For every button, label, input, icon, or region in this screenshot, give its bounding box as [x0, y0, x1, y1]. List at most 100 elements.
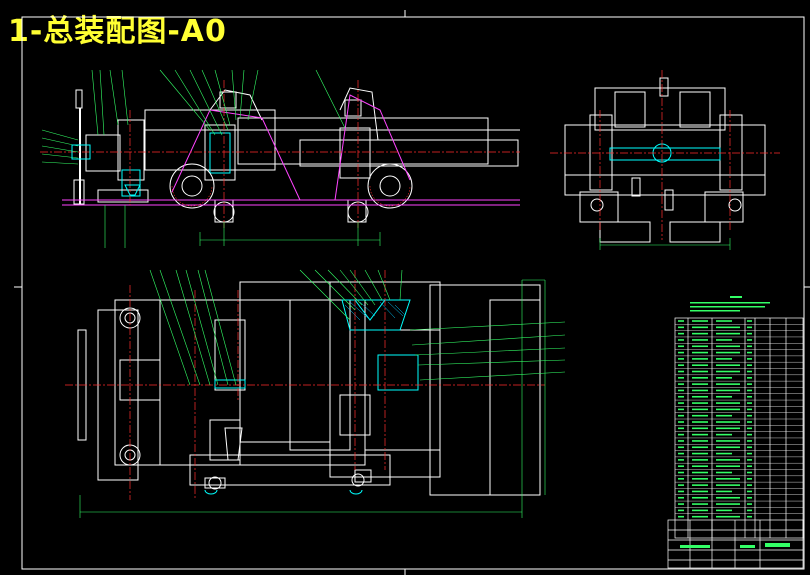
parts-list-cell-text	[678, 395, 684, 398]
parts-list-cell-text	[692, 395, 708, 398]
front-view-dimensions	[41, 69, 381, 248]
parts-list-cell-text	[678, 320, 684, 322]
parts-list-cell-text	[716, 433, 732, 436]
sheet-border	[21, 16, 805, 570]
parts-list-cell-text	[692, 452, 708, 455]
plan-view-cyan	[204, 299, 419, 495]
parts-list-cell-text	[692, 446, 708, 449]
parts-list-cell-text	[747, 484, 752, 486]
parts-list-cell-text	[692, 383, 708, 385]
parts-list-cell-text	[716, 389, 740, 392]
parts-list-cell-text	[692, 471, 708, 474]
plan-view-centerlines	[65, 270, 545, 500]
parts-list-cell-text	[747, 503, 752, 505]
parts-list-cell-text	[716, 446, 740, 449]
parts-list-cell-text	[747, 446, 752, 449]
parts-list-cell-text	[692, 389, 708, 392]
parts-list-cell-text	[716, 478, 740, 480]
parts-list-cell-text	[747, 320, 752, 322]
parts-list-cell-text	[692, 478, 708, 480]
parts-list-cell-text	[716, 471, 732, 474]
parts-list-cell-text	[716, 345, 740, 348]
parts-list-cell-text	[692, 320, 708, 322]
parts-list-cell-text	[747, 452, 752, 455]
parts-list-cell-text	[692, 496, 708, 499]
parts-list-cell-text	[716, 490, 732, 493]
parts-list-cell-text	[716, 351, 740, 354]
parts-list-cell-text	[692, 440, 708, 442]
parts-list-cell-text	[678, 408, 684, 411]
front-view-phantom	[62, 94, 520, 206]
parts-list-cell-text	[678, 503, 684, 505]
side-view-dimensions	[599, 238, 731, 250]
parts-list-cell-text	[747, 395, 752, 398]
parts-list-cell-text	[678, 478, 684, 480]
parts-list-cell-text	[747, 332, 752, 335]
parts-list-cell-text	[678, 339, 684, 341]
parts-list-cell-text	[678, 402, 684, 404]
parts-list-cell-text	[692, 339, 708, 341]
parts-list-cell-text	[678, 358, 684, 360]
parts-list-cell-text	[692, 408, 708, 411]
plan-view	[77, 281, 541, 496]
parts-list-cell-text	[716, 440, 740, 442]
front-view-centerlines	[40, 80, 520, 230]
parts-list-cell-text	[692, 465, 708, 467]
parts-list-cell-text	[716, 452, 732, 455]
parts-list-cell-text	[747, 515, 752, 518]
parts-list-cell-text	[678, 326, 684, 329]
parts-list-cell-text	[747, 496, 752, 499]
parts-list-cell-text	[678, 383, 684, 385]
parts-list-cell-text	[747, 490, 752, 493]
parts-list-cell-text	[747, 389, 752, 392]
parts-list-cell-text	[716, 402, 740, 404]
parts-list	[667, 317, 804, 569]
parts-list-cell-text	[692, 377, 708, 379]
parts-list-cell-text	[678, 364, 684, 366]
parts-list-cell-text	[692, 490, 708, 493]
parts-list-cell-text	[692, 414, 708, 417]
parts-list-cell-text	[716, 364, 740, 366]
parts-list-header-text	[690, 296, 770, 312]
parts-list-cell-text	[692, 345, 708, 348]
title-block-text	[680, 543, 790, 548]
parts-list-cell-text	[692, 484, 708, 486]
parts-list-cell-text	[678, 490, 684, 493]
parts-list-cell-text	[716, 484, 740, 486]
parts-list-cell-text	[678, 471, 684, 474]
parts-list-cell-text	[716, 509, 732, 512]
parts-list-cell-text	[716, 496, 740, 499]
parts-list-cell-text	[747, 402, 752, 404]
parts-list-cell-text	[678, 496, 684, 499]
parts-list-cell-text	[692, 332, 708, 335]
parts-list-cell-text	[678, 465, 684, 467]
parts-list-cell-text	[692, 402, 708, 404]
parts-list-cell-text	[678, 421, 684, 423]
parts-list-cell-text	[747, 351, 752, 354]
plan-view-hatch	[344, 301, 406, 321]
parts-list-cell-text	[678, 345, 684, 348]
parts-list-cell-text	[678, 484, 684, 486]
parts-list-cell-text	[716, 421, 740, 423]
parts-list-cell-text	[678, 440, 684, 442]
parts-list-cell-text	[747, 364, 752, 366]
parts-list-cell-text	[678, 389, 684, 392]
parts-list-cell-text	[747, 509, 752, 512]
parts-list-cell-text	[747, 383, 752, 385]
parts-list-cell-text	[716, 339, 732, 341]
parts-list-cell-text	[747, 414, 752, 417]
parts-list-cell-text	[747, 465, 752, 467]
front-view	[73, 87, 520, 223]
parts-list-cell-text	[692, 509, 708, 512]
front-view-hatch	[171, 185, 411, 207]
parts-list-cell-text	[716, 408, 740, 411]
parts-list-cell-text	[678, 515, 684, 518]
parts-list-cell-text	[747, 408, 752, 411]
parts-list-cell-text	[747, 433, 752, 436]
parts-list-cell-text	[716, 332, 740, 335]
parts-list-cell-text	[716, 395, 732, 398]
parts-list-cell-text	[692, 515, 708, 518]
parts-list-cell-text	[678, 509, 684, 512]
